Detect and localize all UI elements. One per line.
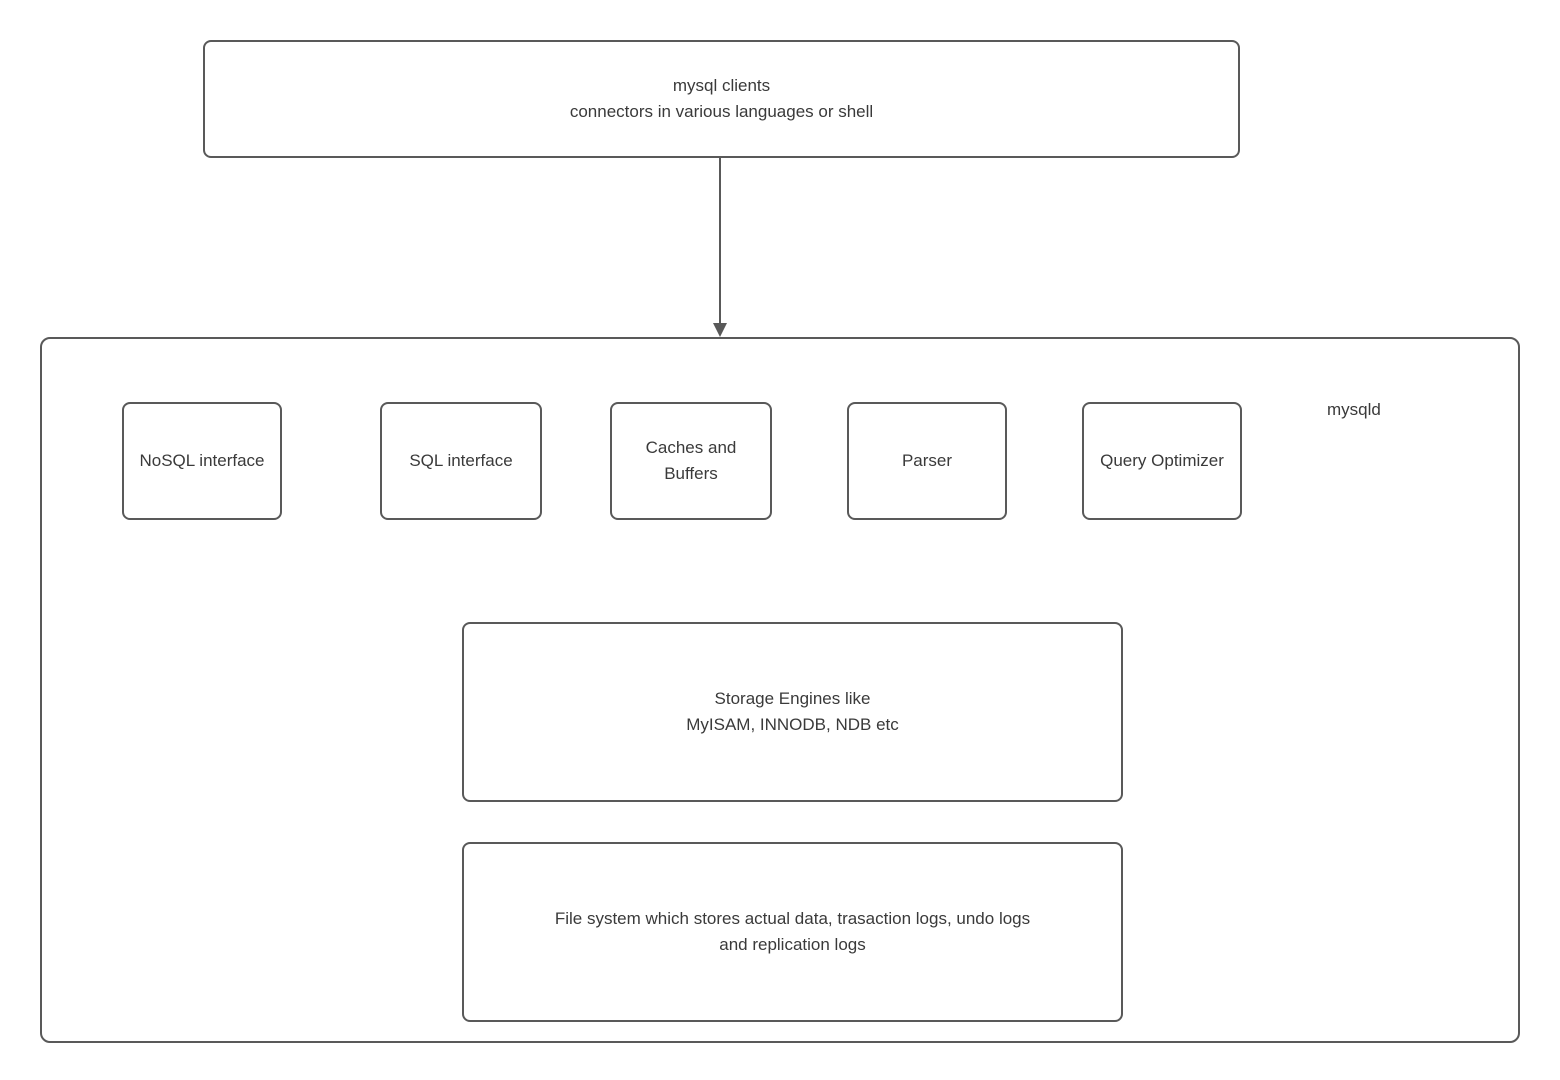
storage-engines-box: Storage Engines like MyISAM, INNODB, NDB…	[462, 622, 1123, 802]
file-system-line2: and replication logs	[719, 935, 866, 954]
query-optimizer-label: Query Optimizer	[1100, 450, 1224, 470]
sql-interface-box: SQL interface	[380, 402, 542, 520]
arrow-shaft	[719, 158, 721, 324]
clients-box: mysql clients connectors in various lang…	[203, 40, 1240, 158]
nosql-interface-label: NoSQL interface	[139, 450, 265, 470]
nosql-interface-box: NoSQL interface	[122, 402, 282, 520]
mysqld-label: mysqld	[1327, 400, 1381, 419]
parser-box: Parser	[847, 402, 1007, 520]
caches-buffers-label: Caches and Buffers	[645, 437, 737, 483]
arrow-down-connector	[712, 158, 728, 337]
storage-engines-line2: MyISAM, INNODB, NDB etc	[686, 715, 899, 734]
file-system-box: File system which stores actual data, tr…	[462, 842, 1123, 1022]
query-optimizer-box: Query Optimizer	[1082, 402, 1242, 520]
sql-interface-label: SQL interface	[409, 450, 513, 470]
storage-engines-line1: Storage Engines like	[714, 688, 871, 708]
parser-label: Parser	[901, 450, 953, 470]
file-system-line1: File system which stores actual data, tr…	[554, 908, 1031, 928]
mysqld-container: mysqld NoSQL interface SQL interface Cac…	[40, 337, 1520, 1043]
clients-box-line2: connectors in various languages or shell	[569, 102, 874, 121]
clients-box-line1: mysql clients	[672, 75, 771, 95]
caches-buffers-box: Caches and Buffers	[610, 402, 772, 520]
arrow-head-icon	[713, 323, 727, 337]
